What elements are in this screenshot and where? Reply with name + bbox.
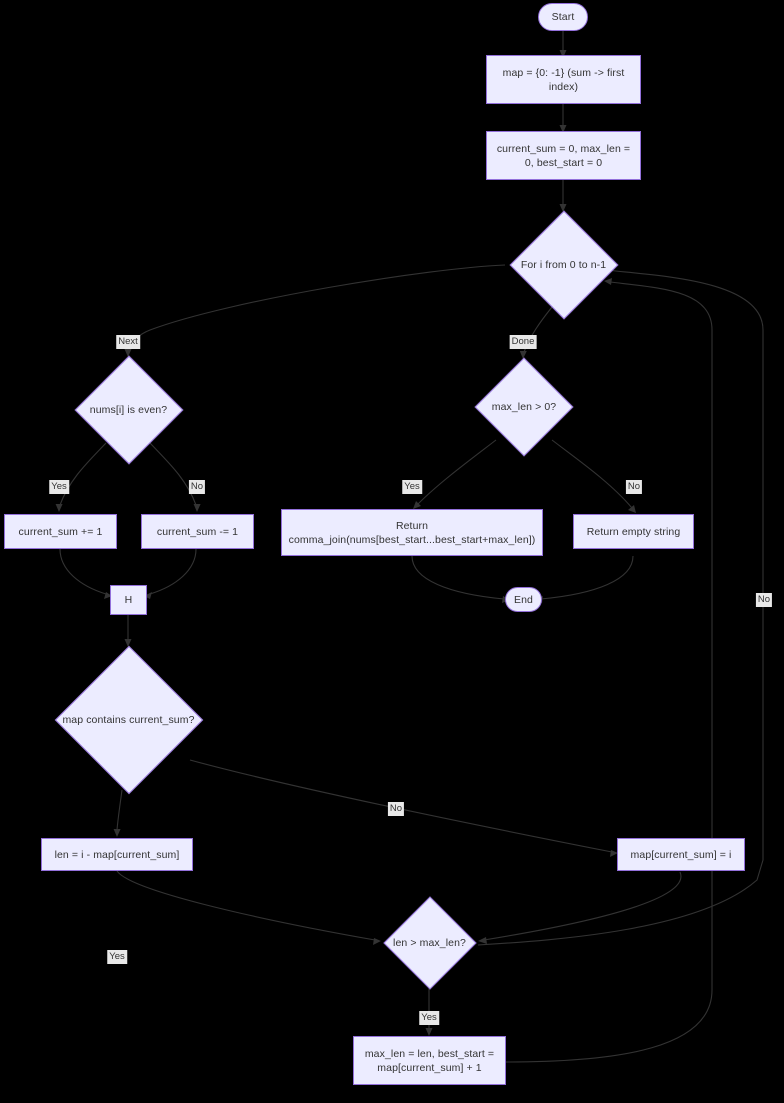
- node-loop-label: For i from 0 to n-1: [520, 258, 607, 271]
- edge-label-len-gt-no: No: [755, 593, 773, 607]
- edge-label-contains-yes-text: Yes: [109, 951, 125, 962]
- edge-label-maxlen-no-text: No: [627, 481, 641, 492]
- node-max-len-gt-zero-label: max_len > 0?: [491, 401, 557, 413]
- node-len-calc[interactable]: len = i - map[current_sum]: [41, 838, 193, 871]
- node-init-vars[interactable]: current_sum = 0, max_len = 0, best_start…: [486, 131, 641, 180]
- edge-label-maxlen-yes-text: Yes: [404, 481, 420, 492]
- node-map-set-label: map[current_sum] = i: [630, 848, 732, 861]
- node-sum-inc[interactable]: current_sum += 1: [4, 514, 117, 549]
- edge-label-len-gt-yes: Yes: [419, 1011, 439, 1025]
- node-is-even[interactable]: nums[i] is even?: [70, 355, 187, 464]
- edge-label-len-gt-yes-text: Yes: [421, 1012, 437, 1023]
- node-start[interactable]: Start: [538, 3, 588, 31]
- node-sum-inc-label: current_sum += 1: [18, 525, 103, 538]
- edge-label-maxlen-yes: Yes: [402, 480, 422, 494]
- node-sum-dec[interactable]: current_sum -= 1: [141, 514, 254, 549]
- node-len-gt-label: len > max_len?: [393, 937, 466, 949]
- node-init-map[interactable]: map = {0: -1} (sum -> first index): [486, 55, 641, 104]
- node-end-label: End: [514, 593, 533, 606]
- edge-label-loop-done-text: Done: [511, 336, 535, 347]
- edge-label-even-no-text: No: [190, 481, 204, 492]
- node-return-join[interactable]: Return comma_join(nums[best_start...best…: [281, 509, 543, 556]
- node-junction-h-label: H: [124, 594, 133, 606]
- node-return-empty-label: Return empty string: [586, 525, 681, 538]
- edge-label-contains-no: No: [387, 802, 405, 816]
- node-loop[interactable]: For i from 0 to n-1: [505, 210, 622, 319]
- node-max-len-gt-zero[interactable]: max_len > 0?: [470, 357, 578, 457]
- edge-label-loop-next: Next: [116, 335, 140, 349]
- node-junction-h[interactable]: H: [110, 585, 147, 615]
- node-len-calc-label: len = i - map[current_sum]: [54, 848, 180, 861]
- edge-label-even-yes: Yes: [49, 480, 69, 494]
- edge-label-even-yes-text: Yes: [51, 481, 67, 492]
- node-start-label: Start: [551, 11, 575, 23]
- edge-label-maxlen-no: No: [625, 480, 643, 494]
- node-is-even-label: nums[i] is even?: [89, 403, 168, 416]
- node-return-empty[interactable]: Return empty string: [573, 514, 694, 549]
- node-update-best-label: max_len = len, best_start = map[current_…: [364, 1047, 495, 1074]
- node-end[interactable]: End: [505, 587, 542, 612]
- node-init-vars-label: current_sum = 0, max_len = 0, best_start…: [496, 142, 631, 169]
- edge-label-loop-next-text: Next: [118, 336, 138, 347]
- edge-label-even-no: No: [188, 480, 206, 494]
- edge-label-contains-no-text: No: [389, 803, 403, 814]
- node-len-gt[interactable]: len > max_len?: [375, 896, 484, 990]
- edge-label-contains-yes: Yes: [107, 950, 127, 964]
- edge-label-len-gt-no-text: No: [757, 594, 771, 605]
- node-map-set[interactable]: map[current_sum] = i: [617, 838, 745, 871]
- edge-label-loop-done: Done: [509, 335, 537, 349]
- node-map-contains-label: map contains current_sum?: [62, 713, 195, 726]
- node-sum-dec-label: current_sum -= 1: [156, 525, 239, 538]
- node-update-best[interactable]: max_len = len, best_start = map[current_…: [353, 1036, 506, 1085]
- node-map-contains[interactable]: map contains current_sum?: [42, 645, 215, 794]
- node-return-join-label: Return comma_join(nums[best_start...best…: [288, 519, 536, 546]
- node-init-map-label: map = {0: -1} (sum -> first index): [502, 66, 625, 93]
